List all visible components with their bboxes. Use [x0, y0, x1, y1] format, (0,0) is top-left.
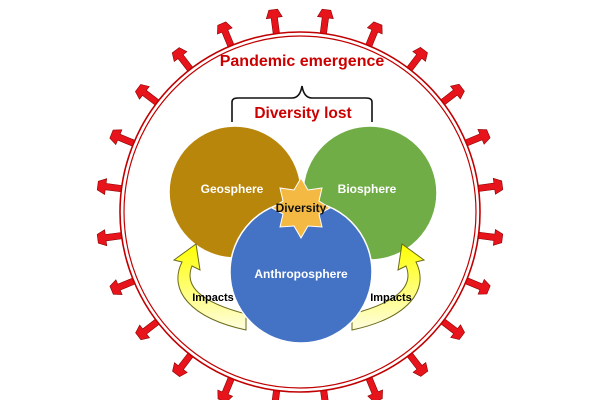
- diversity-bracket: [231, 85, 373, 122]
- impacts-label-right: Impacts: [370, 292, 412, 304]
- virus-spike-icon: [464, 129, 491, 147]
- anthroposphere-label: Anthroposphere: [254, 267, 348, 281]
- virus-envelope-inner: [123, 35, 477, 389]
- biosphere-label: Biosphere: [338, 182, 397, 196]
- virus-spike-icon: [477, 177, 504, 195]
- virus-spike-icon: [406, 352, 429, 377]
- virus-spike-icon: [172, 352, 194, 377]
- diversity-label: Diversity: [276, 201, 327, 215]
- virus-spike-icon: [365, 376, 383, 400]
- virus-spike-icon: [171, 47, 194, 72]
- virus-spike-icon: [271, 389, 281, 400]
- diagram-title: Pandemic emergence: [220, 53, 385, 70]
- virus-spike-icon: [406, 47, 428, 72]
- virus-spike-icon: [265, 8, 283, 35]
- virus-spike-icon: [217, 21, 235, 48]
- virus-spike-icon: [96, 178, 123, 196]
- virus-spike-icon: [135, 84, 160, 106]
- virus-spike-icon: [464, 277, 491, 295]
- virus-spike-icon: [440, 318, 465, 340]
- impacts-label-left: Impacts: [192, 292, 234, 304]
- virus-spike-icon: [135, 318, 160, 341]
- geosphere-label: Geosphere: [201, 182, 264, 196]
- virus-spikes: [96, 8, 504, 400]
- virus-envelope-outer: [119, 31, 481, 393]
- diagram-subtitle: Diversity lost: [254, 105, 351, 122]
- star-icon: [271, 177, 331, 239]
- virus-spike-icon: [320, 389, 329, 400]
- virus-spike-icon: [109, 129, 136, 147]
- impacts-arrow-left: [172, 243, 247, 331]
- virus-spike-icon: [217, 376, 235, 400]
- virus-spike-icon: [96, 229, 123, 247]
- impacts-arrow-right: [351, 243, 426, 331]
- virus-spike-icon: [477, 228, 504, 246]
- virus-spike-icon: [109, 277, 136, 295]
- virus-spike-icon: [316, 8, 334, 35]
- virus-spike-icon: [440, 83, 465, 106]
- virus-spike-icon: [365, 21, 383, 48]
